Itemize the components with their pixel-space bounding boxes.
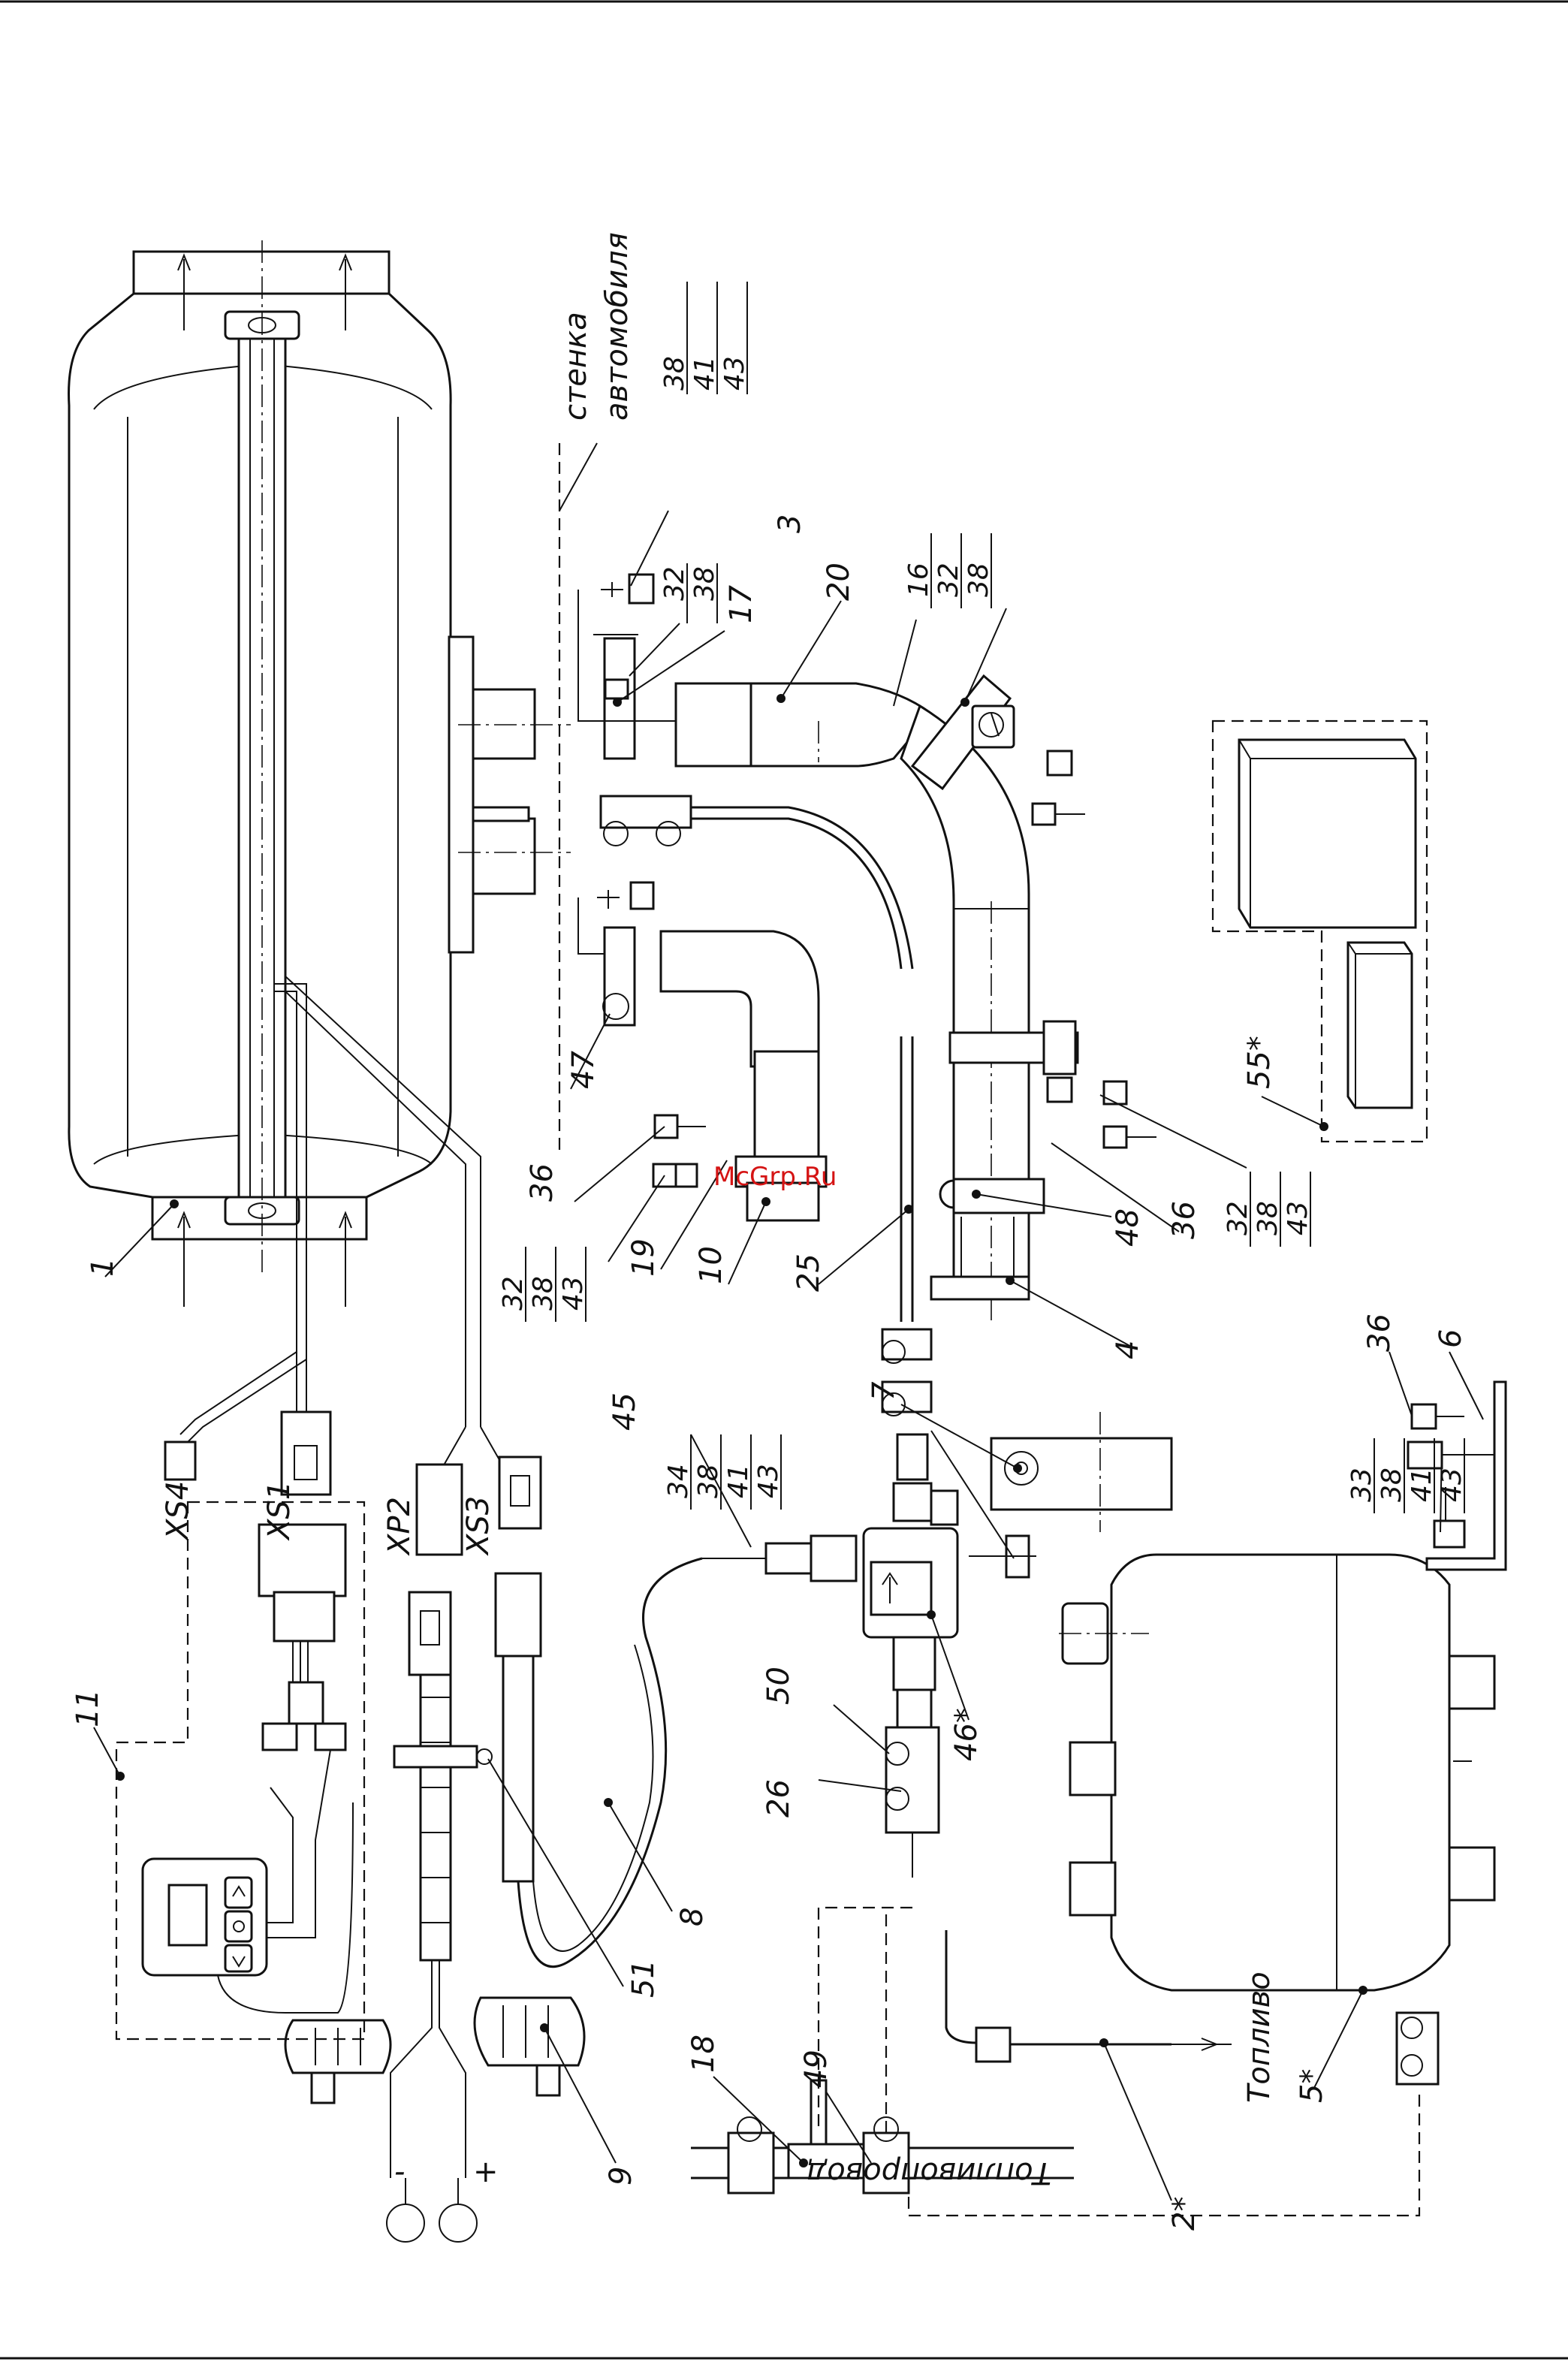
callout-49: 49 xyxy=(799,2050,834,2088)
stack-32-38-clamp: 32 38 xyxy=(659,563,720,623)
callout-36-mid: 36 xyxy=(1167,1201,1202,1239)
stack-bracket-38: 38 xyxy=(1377,1468,1407,1502)
callout-36-left: 36 xyxy=(525,1163,559,1202)
callout-11: 11 xyxy=(71,1689,105,1727)
stack-left-38: 38 xyxy=(528,1276,559,1311)
stack-16-38: 38 xyxy=(963,563,994,597)
control-panel-assembly xyxy=(116,1502,364,2039)
callout-19: 19 xyxy=(626,1238,661,1277)
stack-34-38-41-43: 34 38 41 43 xyxy=(663,1434,784,1510)
stack-16-32-38: 16 32 38 xyxy=(903,533,994,608)
callout-4: 4 xyxy=(1111,1341,1145,1359)
connector-xs1-label: XS1 xyxy=(262,1481,297,1541)
wall-label-2: автомобиля xyxy=(600,232,635,421)
fuel-line-label: Топливопровод xyxy=(807,2155,1051,2190)
stack-right-38: 38 xyxy=(1253,1201,1283,1235)
stack-bracket-43: 43 xyxy=(1437,1468,1467,1502)
stack-pump-43: 43 xyxy=(753,1464,784,1498)
stack-clamp-32: 32 xyxy=(659,566,690,601)
plus-terminal-label: + xyxy=(473,2155,499,2189)
callout-26: 26 xyxy=(761,1779,796,1817)
connector-xp2-label: XP2 xyxy=(382,1497,417,1556)
callout-55: 55* xyxy=(1242,1036,1277,1089)
stack-32-38-43-left: 32 38 43 xyxy=(498,1247,589,1322)
callout-47: 47 xyxy=(566,1051,601,1089)
fuel-label: Топливо xyxy=(1242,1971,1277,2103)
callout-1: 1 xyxy=(86,1258,120,1277)
callout-45: 45 xyxy=(608,1392,642,1431)
callout-5: 5* xyxy=(1295,2069,1329,2103)
stack-left-43: 43 xyxy=(558,1276,589,1311)
stack-right-43: 43 xyxy=(1283,1201,1313,1235)
fuel-tank xyxy=(1059,1555,1494,2084)
callout-51: 51 xyxy=(626,1959,661,1998)
watermark-text: McGrp.Ru xyxy=(713,1162,837,1192)
callout-25: 25 xyxy=(792,1253,826,1292)
callout-18: 18 xyxy=(686,2035,721,2073)
connector-xs4-label: XS4 xyxy=(161,1481,195,1541)
callout-17: 17 xyxy=(724,585,758,623)
callout-36-right: 36 xyxy=(1362,1314,1397,1352)
callout-3: 3 xyxy=(773,514,807,533)
callout-50: 50 xyxy=(761,1667,796,1705)
callout-10: 10 xyxy=(694,1246,728,1284)
stack-16-32: 32 xyxy=(933,563,964,597)
minus-terminal-label: - xyxy=(394,2155,405,2189)
connector-xs3-label: XS3 xyxy=(461,1496,496,1556)
callout-2: 2* xyxy=(1167,2197,1202,2231)
stack-right-32: 32 xyxy=(1223,1201,1253,1235)
wall-leader xyxy=(559,443,597,511)
stack-top-41: 41 xyxy=(689,356,720,391)
callout-20: 20 xyxy=(822,563,856,601)
stack-32-38-43-right: 32 38 43 xyxy=(1223,1172,1313,1247)
stack-left-32: 32 xyxy=(498,1276,529,1311)
stack-pump-41: 41 xyxy=(723,1464,754,1498)
callout-48: 48 xyxy=(1111,1208,1145,1247)
stack-top-38: 38 xyxy=(659,356,690,391)
stack-top-43: 43 xyxy=(719,356,750,391)
stack-pump-34: 34 xyxy=(663,1464,694,1498)
wall-label-1: стенка xyxy=(559,312,593,421)
callout-8: 8 xyxy=(675,1908,710,1926)
stack-38-41-43-top: 38 41 43 xyxy=(659,282,750,394)
stack-16: 16 xyxy=(903,563,934,597)
stack-clamp-38: 38 xyxy=(689,566,720,601)
stack-bracket-33: 33 xyxy=(1346,1468,1377,1502)
callout-46: 46* xyxy=(949,1708,984,1761)
stack-pump-38: 38 xyxy=(693,1464,724,1498)
heater-unit xyxy=(69,240,571,1307)
callout-6: 6 xyxy=(1434,1329,1468,1348)
stack-bracket-41: 41 xyxy=(1407,1468,1437,1502)
callout-7: 7 xyxy=(867,1381,901,1401)
callout-9: 9 xyxy=(604,2167,638,2186)
